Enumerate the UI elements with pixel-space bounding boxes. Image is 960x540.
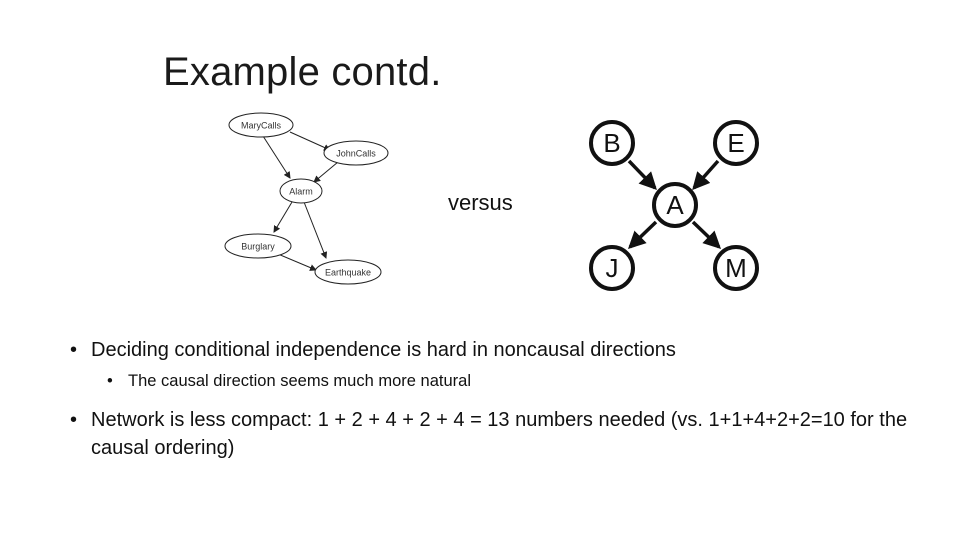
versus-label: versus [448,190,513,215]
bullet-item: • Network is less compact: 1 + 2 + 4 + 2… [70,406,930,462]
causal-network-diagram: B E A J M [589,120,759,291]
bullet-marker: • [107,372,113,390]
node-label: Burglary [241,242,275,252]
bullet-item: • Deciding conditional independence is h… [70,336,930,364]
edge-b-a [627,159,657,191]
edge-a-m [691,220,722,249]
node-b: B [589,120,635,166]
node-m: M [713,245,759,291]
edge-marycalls-alarm [262,135,291,179]
edge-alarm-burglary [273,201,293,233]
node-alarm: Alarm [279,178,323,204]
bullet-text: Network is less compact: 1 + 2 + 4 + 2 +… [91,409,908,459]
edge-e-a [692,159,720,191]
node-label: A [666,190,684,220]
node-label: E [727,128,744,158]
sub-bullet-text: The causal direction seems much more nat… [128,372,471,390]
node-label: JohnCalls [336,149,376,159]
bullet-text: Deciding conditional independence is har… [91,339,676,361]
edge-a-j [627,220,658,249]
bullet-marker: • [70,339,78,361]
node-burglary: Burglary [224,233,292,259]
node-label: M [725,253,747,283]
edge-marycalls-johncalls [289,131,331,151]
noncausal-network-diagram: MaryCalls JohnCalls Alarm Burglary Earth… [224,112,389,285]
node-e: E [713,120,759,166]
node-johncalls: JohnCalls [323,140,389,166]
sub-bullet-item: • The causal direction seems much more n… [70,370,930,392]
node-j: J [589,245,635,291]
node-earthquake: Earthquake [314,259,382,285]
node-a: A [652,182,698,228]
node-label: B [603,128,620,158]
slide-title: Example contd. [163,50,442,94]
edge-johncalls-alarm [313,161,339,183]
node-label: Alarm [289,187,313,197]
node-label: J [606,253,619,283]
node-marycalls: MaryCalls [228,112,294,138]
node-label: MaryCalls [241,121,282,131]
node-label: Earthquake [325,268,371,278]
bullet-list: • Deciding conditional independence is h… [70,336,930,462]
bullet-marker: • [70,409,78,431]
edge-burglary-earthquake [277,253,317,271]
edge-alarm-earthquake [303,201,328,259]
